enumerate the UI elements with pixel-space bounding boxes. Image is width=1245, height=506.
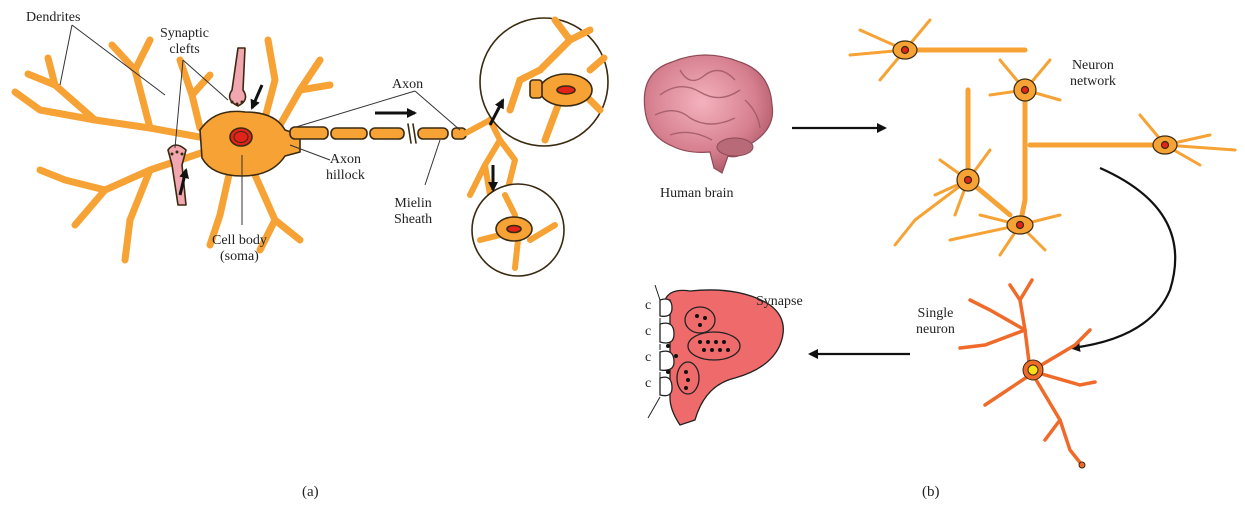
label-axon-hillock-line2: hillock [326,168,365,184]
human-brain-image [644,55,772,173]
neuron-network [850,20,1235,255]
label-single-neuron-line2: neuron [916,322,955,338]
label-c-1: c [645,298,651,314]
label-mielin-line2: Sheath [394,212,432,228]
label-dendrites: Dendrites [26,10,80,26]
presynaptic-terminal-top [230,48,246,106]
panel-a-neuron [15,40,515,260]
label-human-brain: Human brain [660,186,733,202]
label-axon-hillock-line1: Axon [326,152,365,168]
label-cell-body-line2: (soma) [212,249,267,265]
label-c-3: c [645,350,651,366]
label-neuron-network-line2: network [1070,74,1116,90]
label-synaptic-clefts: Synaptic clefts [160,26,209,58]
magnified-synapse-top [480,18,608,146]
magnified-synapse-bottom [472,184,564,276]
label-c-4: c [645,376,651,392]
single-neuron [960,280,1095,468]
label-synaptic-line2: clefts [160,42,209,58]
label-mielin-sheath: Mielin Sheath [394,196,432,228]
label-synapse: Synapse [756,294,803,310]
caption-panel-a: (a) [302,484,319,501]
label-cell-body: Cell body (soma) [212,233,267,265]
label-axon-hillock: Axon hillock [326,152,365,184]
label-neuron-network-line1: Neuron [1070,58,1116,74]
label-synaptic-line1: Synaptic [160,26,209,42]
caption-panel-b: (b) [922,484,940,501]
label-c-2: c [645,324,651,340]
myelin-segments [290,127,466,139]
label-mielin-line1: Mielin [394,196,432,212]
label-axon: Axon [392,77,423,93]
label-cell-body-line1: Cell body [212,233,267,249]
label-single-neuron-line1: Single [916,306,955,322]
label-single-neuron: Single neuron [916,306,955,338]
flow-arrows [792,128,1175,354]
label-neuron-network: Neuron network [1070,58,1116,90]
